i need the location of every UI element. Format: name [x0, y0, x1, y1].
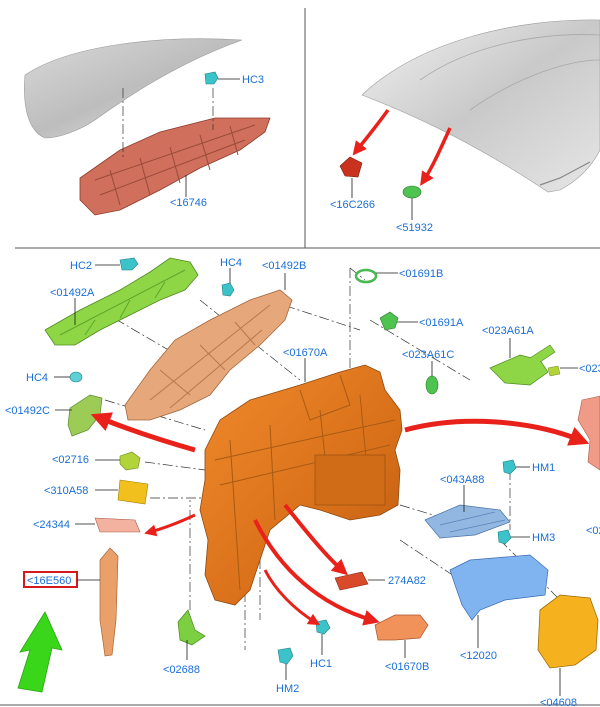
cowl-side-01492b [124, 289, 293, 421]
label-51932: <51932 [396, 222, 433, 234]
pad-51932 [402, 185, 422, 199]
bracket-12020 [449, 554, 549, 621]
roof-bow-detail [94, 124, 256, 206]
label-01492a: <01492A [50, 287, 95, 299]
bracket-01670b [374, 614, 429, 641]
roof-panel-left [24, 38, 243, 139]
label-24344: <24344 [33, 519, 70, 531]
label-043a88: <043A88 [440, 474, 484, 486]
label-01691b: <01691B [399, 268, 443, 280]
bracket-023a61a [489, 354, 549, 386]
leader-lines [54, 264, 578, 696]
label-hc1: HC1 [310, 658, 332, 670]
hc2-clip-icon [119, 257, 139, 271]
label-hc4: HC4 [26, 372, 48, 384]
label-01492b: <01492B [262, 260, 306, 272]
bracket-16c266 [339, 156, 363, 178]
hc3-clip-icon [204, 71, 219, 85]
roof-crease [419, 34, 600, 111]
red-arrows [90, 412, 590, 626]
label-01492c: <01492C [5, 405, 50, 417]
label-274a82: 274A82 [388, 575, 426, 587]
label-hm2: HM2 [276, 683, 299, 695]
label-023a61c: <023A61C [402, 349, 454, 361]
label-hc3: HC3 [242, 74, 264, 86]
bracket-02688 [177, 609, 206, 646]
label-12020: <12020 [460, 650, 497, 662]
part-04608 [537, 594, 599, 669]
hc1-clip-icon [315, 619, 331, 635]
roof-panel-right [361, 19, 600, 193]
label-hc2: HC2 [70, 260, 92, 272]
label-01670a: <01670A [283, 347, 328, 359]
part-310a58 [117, 479, 149, 505]
label-16c266: <16C266 [330, 199, 375, 211]
label-04608: <04608 [540, 697, 577, 707]
bracket-01492c [67, 394, 103, 437]
hm1-clip-icon [502, 459, 517, 475]
part-16e560 [99, 547, 119, 657]
label-02688: <02688 [163, 664, 200, 676]
part-023a61c [425, 375, 439, 395]
part-274a82 [334, 571, 369, 591]
label-hc4: HC4 [220, 257, 242, 269]
label-16746: <16746 [170, 197, 207, 209]
cowl-side-detail [149, 304, 271, 409]
label-highlight-box [23, 571, 78, 588]
bracket-023a61a-stem [529, 344, 556, 363]
label-02716: <02716 [52, 454, 89, 466]
grommet-01691a [379, 311, 399, 331]
cowl-top-01492a [44, 257, 199, 346]
part-offscreen-right [577, 395, 600, 471]
hc4-clip-icon [69, 371, 83, 383]
panel-top-left: HC3 <16746 [24, 38, 271, 216]
red-arrow [420, 127, 452, 186]
panel-main: HC2 HC4 <01492B <01691B <01492A <01691A … [5, 257, 600, 707]
grommet-01691b [354, 268, 378, 284]
label-01670b: <01670B [385, 661, 429, 673]
red-arrow [352, 108, 390, 156]
part-24344 [94, 517, 141, 533]
dash-panel-duct [314, 454, 386, 506]
label-023a61a: <023A61A [482, 325, 534, 337]
cowl-top-detail [59, 269, 186, 336]
label-hm1: HM1 [532, 462, 555, 474]
label-310a58: <310A58 [44, 485, 88, 497]
label-02-cutoff: <02 [586, 525, 600, 537]
panel-top-right: <16C266 <51932 [330, 19, 600, 234]
dash-panel-01670a [199, 364, 403, 606]
bracket-043a88-detail [439, 511, 506, 533]
label-16e560: <16E560 [27, 575, 71, 587]
label-01691a: <01691A [419, 317, 464, 329]
hm2-clip-icon [277, 647, 294, 665]
label-023-cutoff: <023 [579, 363, 600, 375]
hc4-clip-icon [221, 282, 235, 297]
label-hm3: HM3 [532, 532, 555, 544]
roof-rear-edge [539, 161, 591, 186]
part-02716 [119, 451, 141, 471]
hm3-clip-icon [497, 529, 512, 545]
clip-023 [547, 365, 561, 377]
green-highlight-arrow [17, 611, 63, 693]
